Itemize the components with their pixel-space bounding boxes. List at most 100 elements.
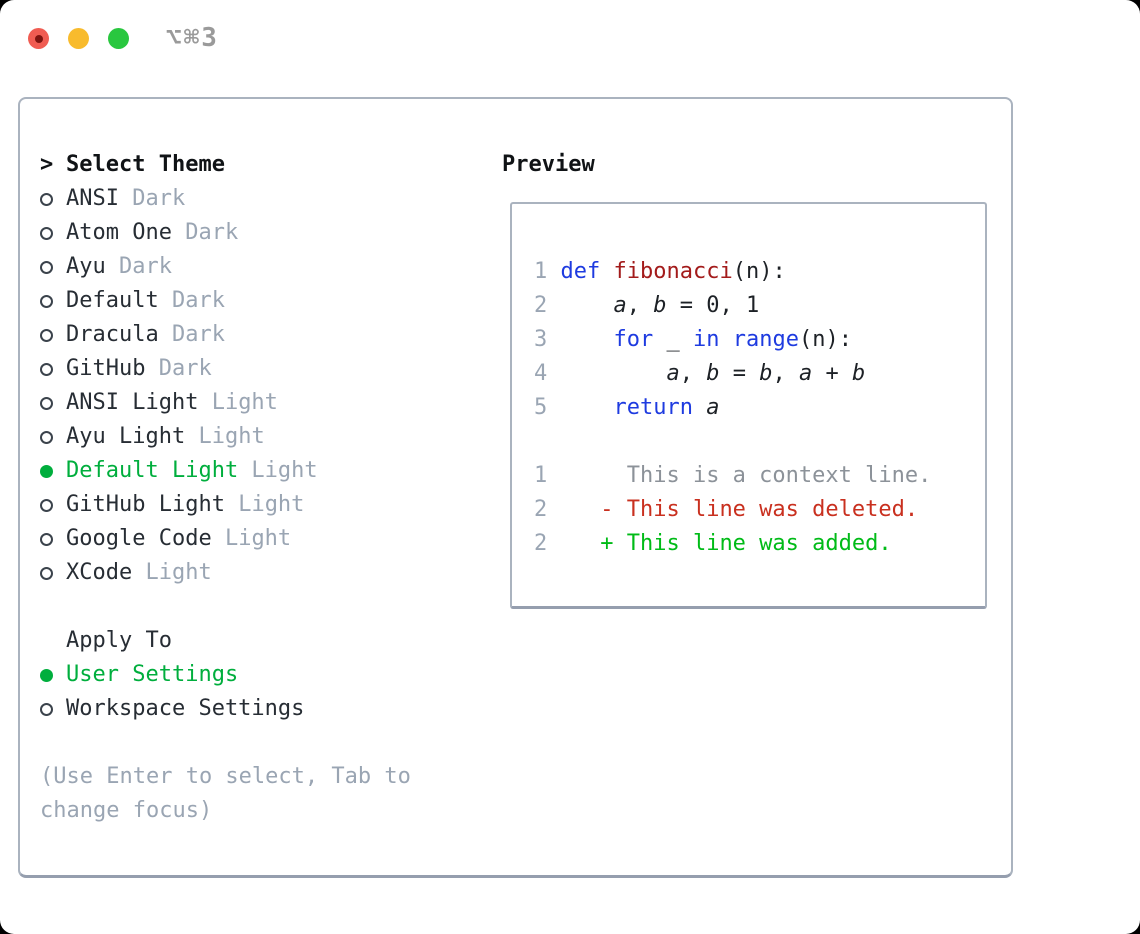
window-title: ⌥⌘3 <box>166 23 219 53</box>
code-segment: , <box>679 361 707 386</box>
code-segment <box>547 395 613 420</box>
apply-option-workspace-settings[interactable]: Workspace Settings <box>40 692 480 726</box>
code-line: 5 return a <box>534 391 931 425</box>
diff-line-context: 1 This is a context line. <box>534 459 931 493</box>
code-segment: b <box>851 361 866 386</box>
option-label: GitHub Light <box>66 492 225 517</box>
code-segment <box>693 395 706 420</box>
traffic-lights <box>28 28 129 49</box>
code-segment <box>600 259 613 284</box>
code-segment: = 0, 1 <box>666 293 760 318</box>
variant-tag: Light <box>211 526 292 551</box>
code-segment: = <box>719 361 760 386</box>
radio-icon <box>40 488 66 522</box>
radio-icon <box>40 318 66 352</box>
code-segment <box>547 497 600 522</box>
code-segment: fibonacci <box>613 259 733 284</box>
code-segment: a <box>613 293 627 318</box>
code-segment: b <box>759 361 773 386</box>
radio-selected-icon <box>40 658 66 692</box>
theme-option-default[interactable]: Default Dark <box>40 284 480 318</box>
code-segment: , <box>626 293 654 318</box>
theme-option-dracula[interactable]: Dracula Dark <box>40 318 480 352</box>
theme-option-ansi[interactable]: ANSI Dark <box>40 182 480 216</box>
apply-to-header-row: Apply To <box>40 624 480 658</box>
theme-option-google-code[interactable]: Google Code Light <box>40 522 480 556</box>
code-segment: + <box>812 361 852 386</box>
code-segment: for <box>613 327 654 352</box>
code-segment: in <box>692 327 720 352</box>
line-number: 2 <box>534 531 548 556</box>
option-label: ANSI <box>66 186 119 211</box>
line-number: 4 <box>534 361 548 386</box>
code-segment: This is a context line. <box>547 463 932 488</box>
spacer <box>40 726 480 760</box>
option-label: Dracula <box>66 322 159 347</box>
line-number: 2 <box>534 293 548 318</box>
radio-icon <box>40 692 66 726</box>
theme-option-xcode[interactable]: XCode Light <box>40 556 480 590</box>
radio-icon <box>40 556 66 590</box>
variant-tag: Light <box>132 560 212 585</box>
variant-tag: Dark <box>145 356 212 381</box>
keyboard-hint: (Use Enter to select, Tab to change focu… <box>40 764 411 823</box>
variant-tag: Light <box>238 458 318 483</box>
code-line: 3 for _ in range(n): <box>534 323 931 357</box>
close-button[interactable] <box>28 28 49 49</box>
option-label: Default Light <box>66 458 239 483</box>
theme-option-default-light[interactable]: Default Light Light <box>40 454 480 488</box>
theme-option-github[interactable]: GitHub Dark <box>40 352 480 386</box>
code-segment: - This line was deleted. <box>600 497 919 522</box>
title-bar: ⌥⌘3 <box>0 0 1140 76</box>
option-label: Google Code <box>66 526 212 551</box>
radio-selected-icon <box>40 454 66 488</box>
line-number: 2 <box>534 497 548 522</box>
code-segment: a <box>666 361 680 386</box>
radio-icon <box>40 250 66 284</box>
variant-tag: Dark <box>171 220 239 245</box>
code-segment: a <box>798 361 813 386</box>
code-segment <box>547 293 613 318</box>
code-segment <box>547 531 600 556</box>
code-segment: (n): <box>798 327 852 352</box>
option-label: ANSI Light <box>66 390 199 415</box>
line-number: 3 <box>534 327 548 352</box>
theme-option-ayu-light[interactable]: Ayu Light Light <box>40 420 480 454</box>
theme-option-atom-one[interactable]: Atom One Dark <box>40 216 480 250</box>
code-line: 4 a, b = b, a + b <box>534 357 931 391</box>
apply-option-user-settings[interactable]: User Settings <box>40 658 480 692</box>
code-segment: range <box>732 327 799 352</box>
option-label: Workspace Settings <box>66 696 305 721</box>
variant-tag: Light <box>224 492 305 517</box>
radio-icon <box>40 386 66 420</box>
theme-list-title: Select Theme <box>66 152 225 177</box>
option-label: XCode <box>66 560 133 585</box>
spacer <box>40 590 480 624</box>
radio-icon <box>40 182 66 216</box>
line-number: 5 <box>534 395 548 420</box>
theme-option-ansi-light[interactable]: ANSI Light Light <box>40 386 480 420</box>
code-segment <box>547 327 613 352</box>
theme-option-github-light[interactable]: GitHub Light Light <box>40 488 480 522</box>
theme-list-header-row: >Select Theme <box>40 148 480 182</box>
option-label: Ayu Light <box>66 424 186 449</box>
code-segment: + This line was added. <box>600 531 892 556</box>
minimize-button[interactable] <box>68 28 89 49</box>
variant-tag: Dark <box>105 254 172 279</box>
variant-tag: Dark <box>118 186 186 211</box>
option-label: Default <box>66 288 159 313</box>
variant-tag: Dark <box>158 322 225 347</box>
code-segment: return <box>613 395 693 420</box>
line-number: 1 <box>534 463 548 488</box>
radio-icon <box>40 284 66 318</box>
radio-icon <box>40 420 66 454</box>
code-line: 2 a, b = 0, 1 <box>534 289 931 323</box>
theme-option-ayu[interactable]: Ayu Dark <box>40 250 480 284</box>
zoom-button[interactable] <box>108 28 129 49</box>
code-segment: _ <box>653 327 693 352</box>
